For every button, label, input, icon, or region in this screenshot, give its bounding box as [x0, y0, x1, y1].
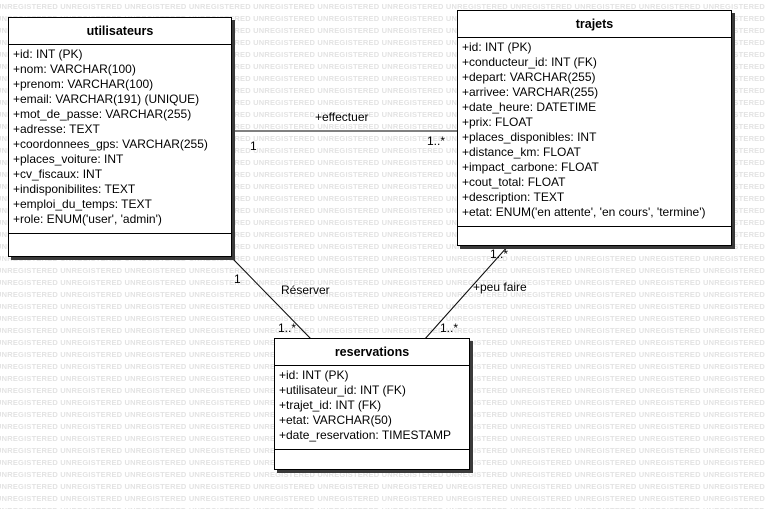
- attribute: +id: INT (PK): [13, 47, 83, 61]
- attribute: +arrivee: VARCHAR(255): [462, 85, 599, 99]
- attribute: +coordonnees_gps: VARCHAR(255): [13, 137, 208, 151]
- watermark-row: UNREGISTERED UNREGISTERED UNREGISTERED U…: [0, 110, 765, 119]
- watermark-row: UNREGISTERED UNREGISTERED UNREGISTERED U…: [0, 206, 765, 215]
- association-line-peu-faire: [423, 245, 509, 341]
- attribute: +places_disponibles: INT: [462, 130, 597, 144]
- attribute: +prix: FLOAT: [462, 115, 533, 129]
- watermark-row: UNREGISTERED UNREGISTERED UNREGISTERED U…: [0, 38, 765, 47]
- class-utilisateurs[interactable]: utilisateurs +id: INT (PK) +nom: VARCHAR…: [8, 17, 232, 257]
- watermark-row: UNREGISTERED UNREGISTERED UNREGISTERED U…: [0, 314, 765, 323]
- watermark-row: UNREGISTERED UNREGISTERED UNREGISTERED U…: [0, 26, 765, 35]
- attribute: +id: INT (PK): [462, 40, 532, 54]
- watermark-row: UNREGISTERED UNREGISTERED UNREGISTERED U…: [0, 74, 765, 83]
- attribute: +mot_de_passe: VARCHAR(255): [13, 107, 192, 121]
- multiplicity-reserver-target: 1..*: [278, 321, 297, 335]
- class-title: reservations: [275, 339, 469, 366]
- attribute-list: +id: INT (PK) +utilisateur_id: INT (FK) …: [275, 366, 469, 450]
- watermark-row: UNREGISTERED UNREGISTERED UNREGISTERED U…: [0, 278, 765, 287]
- attribute: +depart: VARCHAR(255): [462, 70, 596, 84]
- attribute: +indisponibilites: TEXT: [13, 182, 136, 196]
- watermark-row: UNREGISTERED UNREGISTERED UNREGISTERED U…: [0, 230, 765, 239]
- attribute: +conducteur_id: INT (FK): [462, 55, 597, 69]
- attribute: +trajet_id: INT (FK): [279, 398, 382, 412]
- watermark-row: UNREGISTERED UNREGISTERED UNREGISTERED U…: [0, 254, 765, 263]
- watermark-row: UNREGISTERED UNREGISTERED UNREGISTERED U…: [0, 134, 765, 143]
- attribute-list: +id: INT (PK) +nom: VARCHAR(100) +prenom…: [9, 45, 231, 234]
- attribute: +email: VARCHAR(191) (UNIQUE): [13, 92, 200, 106]
- watermark-row: UNREGISTERED UNREGISTERED UNREGISTERED U…: [0, 506, 765, 509]
- attribute: +nom: VARCHAR(100): [13, 62, 136, 76]
- watermark-row: UNREGISTERED UNREGISTERED UNREGISTERED U…: [0, 146, 765, 155]
- multiplicity-reserver-source: 1: [234, 272, 241, 286]
- attribute: +places_voiture: INT: [13, 152, 124, 166]
- multiplicity-peu-faire-target: 1..*: [440, 321, 459, 335]
- attribute: +utilisateur_id: INT (FK): [279, 383, 406, 397]
- watermark-row: UNREGISTERED UNREGISTERED UNREGISTERED U…: [0, 122, 765, 131]
- attribute: +cout_total: FLOAT: [462, 175, 566, 189]
- attribute: +id: INT (PK): [279, 368, 349, 382]
- watermark-row: UNREGISTERED UNREGISTERED UNREGISTERED U…: [0, 50, 765, 59]
- association-label-peu-faire: +peu faire: [473, 280, 527, 294]
- watermark-row: UNREGISTERED UNREGISTERED UNREGISTERED U…: [0, 158, 765, 167]
- watermark-row: UNREGISTERED UNREGISTERED UNREGISTERED U…: [0, 242, 765, 251]
- attribute: +adresse: TEXT: [13, 122, 100, 136]
- watermark-row: UNREGISTERED UNREGISTERED UNREGISTERED U…: [0, 470, 765, 479]
- watermark-row: UNREGISTERED UNREGISTERED UNREGISTERED U…: [0, 98, 765, 107]
- multiplicity-effectuer-source: 1: [250, 139, 257, 153]
- association-label-reserver: Réserver: [281, 283, 330, 297]
- watermark-row: UNREGISTERED UNREGISTERED UNREGISTERED U…: [0, 14, 765, 23]
- multiplicity-peu-faire-source: 1..*: [490, 247, 509, 261]
- watermark-row: UNREGISTERED UNREGISTERED UNREGISTERED U…: [0, 62, 765, 71]
- attribute: +role: ENUM('user', 'admin'): [13, 212, 162, 226]
- attribute: +etat: VARCHAR(50): [279, 413, 392, 427]
- watermark-row: UNREGISTERED UNREGISTERED UNREGISTERED U…: [0, 326, 765, 335]
- watermark-row: UNREGISTERED UNREGISTERED UNREGISTERED U…: [0, 302, 765, 311]
- attribute: +date_heure: DATETIME: [462, 100, 597, 114]
- association-label-effectuer: +effectuer: [315, 110, 369, 124]
- watermark-row: UNREGISTERED UNREGISTERED UNREGISTERED U…: [0, 494, 765, 503]
- class-title: utilisateurs: [9, 18, 231, 45]
- watermark-row: UNREGISTERED UNREGISTERED UNREGISTERED U…: [0, 86, 765, 95]
- attribute: +emploi_du_temps: TEXT: [13, 197, 152, 211]
- attribute: +etat: ENUM('en attente', 'en cours', 't…: [462, 205, 706, 219]
- class-trajets[interactable]: trajets +id: INT (PK) +conducteur_id: IN…: [457, 10, 732, 246]
- watermark-row: UNREGISTERED UNREGISTERED UNREGISTERED U…: [0, 266, 765, 275]
- watermark-row: UNREGISTERED UNREGISTERED UNREGISTERED U…: [0, 2, 765, 11]
- multiplicity-effectuer-target: 1..*: [427, 134, 446, 148]
- watermark-row: UNREGISTERED UNREGISTERED UNREGISTERED U…: [0, 218, 765, 227]
- attribute: +distance_km: FLOAT: [462, 145, 581, 159]
- attribute: +date_reservation: TIMESTAMP: [279, 428, 451, 442]
- watermark-row: UNREGISTERED UNREGISTERED UNREGISTERED U…: [0, 290, 765, 299]
- attribute-list: +id: INT (PK) +conducteur_id: INT (FK) +…: [458, 38, 731, 227]
- watermark-row: UNREGISTERED UNREGISTERED UNREGISTERED U…: [0, 482, 765, 491]
- watermark-row: UNREGISTERED UNREGISTERED UNREGISTERED U…: [0, 194, 765, 203]
- attribute: +cv_fiscaux: INT: [13, 167, 103, 181]
- watermark-row: UNREGISTERED UNREGISTERED UNREGISTERED U…: [0, 170, 765, 179]
- attribute: +impact_carbone: FLOAT: [462, 160, 599, 174]
- attribute: +description: TEXT: [462, 190, 565, 204]
- attribute: +prenom: VARCHAR(100): [13, 77, 154, 91]
- class-title: trajets: [458, 11, 731, 38]
- class-reservations[interactable]: reservations +id: INT (PK) +utilisateur_…: [274, 338, 470, 470]
- watermark-row: UNREGISTERED UNREGISTERED UNREGISTERED U…: [0, 182, 765, 191]
- association-line-reserver: [231, 257, 313, 341]
